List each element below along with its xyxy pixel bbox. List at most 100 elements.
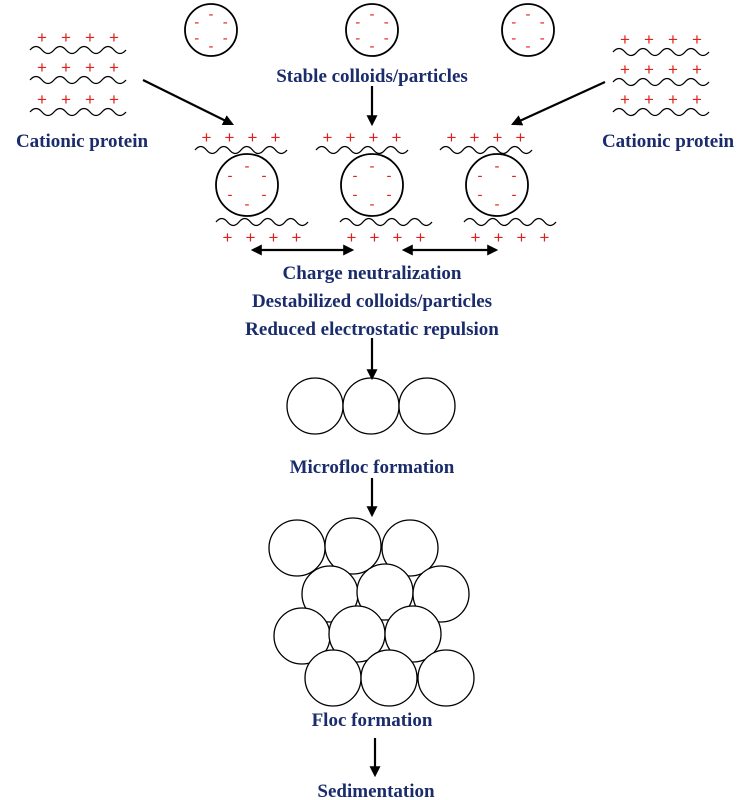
negative-charge: - [209, 38, 214, 55]
negative-charge: - [262, 186, 267, 203]
protein-below-colloid: ++++ [215, 217, 309, 247]
negative-charge: - [511, 14, 516, 31]
positive-charge: + [644, 60, 654, 79]
negative-charge: - [512, 186, 517, 203]
protein-chain [315, 145, 409, 155]
microfloc-particle [342, 377, 400, 435]
protein-chain [439, 145, 533, 155]
stable-colloid: ------ [501, 3, 555, 57]
protein-above-colloid: ++++ [194, 128, 288, 155]
positive-charge: + [644, 90, 654, 109]
protein-chain [215, 217, 309, 227]
negative-charge: - [223, 14, 228, 31]
positive-charge: + [692, 60, 702, 79]
negative-charge: - [540, 14, 545, 31]
negative-charge: - [223, 30, 228, 47]
positive-charge: + [85, 28, 95, 47]
sedimentation-label: Sedimentation [317, 781, 435, 800]
microfloc-particle [398, 377, 456, 435]
negative-charge: - [495, 196, 500, 213]
positive-charge: + [370, 228, 380, 247]
positive-charge: + [225, 128, 235, 147]
positive-charge: + [323, 128, 333, 147]
protein-chain [463, 217, 557, 227]
colloid-circle [345, 3, 399, 57]
positive-charge: + [369, 128, 379, 147]
protein-chain [612, 77, 710, 87]
positive-charge: + [620, 60, 630, 79]
negative-charge: - [526, 6, 531, 23]
negative-charge: - [511, 30, 516, 47]
negative-charge: - [227, 186, 232, 203]
negative-charge: - [352, 186, 357, 203]
positive-charge: + [447, 128, 457, 147]
protein-chain [29, 107, 127, 117]
destabilized-colloid: ------ [340, 153, 404, 217]
negative-charge: - [262, 168, 267, 185]
floc-particle [384, 605, 442, 663]
positive-charge: + [668, 60, 678, 79]
cationic-protein-left-label: Cationic protein [16, 131, 149, 152]
negative-charge: - [477, 168, 482, 185]
arrow-right-protein-to-mix [510, 80, 606, 126]
floc-particle [324, 517, 382, 575]
positive-charge: + [416, 228, 426, 247]
floc-particle [268, 519, 326, 577]
colloid-circle [501, 3, 555, 57]
positive-charge: + [248, 128, 258, 147]
floc-particle [360, 649, 418, 707]
positive-charge: + [37, 58, 47, 77]
colloid-circle [184, 3, 238, 57]
positive-charge: + [347, 228, 357, 247]
positive-charge: + [109, 28, 119, 47]
reduced-repulsion-label: Reduced electrostatic repulsion [245, 319, 499, 340]
positive-charge: + [668, 30, 678, 49]
positive-charge: + [61, 90, 71, 109]
negative-charge: - [227, 168, 232, 185]
negative-charge: - [370, 196, 375, 213]
protein-chain [29, 75, 127, 85]
protein-chain [612, 47, 710, 57]
negative-charge: - [387, 186, 392, 203]
floc-particle [304, 649, 362, 707]
positive-charge: + [620, 30, 630, 49]
cationic-protein-right: ++++ [612, 90, 710, 117]
negative-charge: - [495, 158, 500, 175]
floc-formation-label: Floc formation [312, 710, 433, 731]
negative-charge: - [209, 6, 214, 23]
positive-charge: + [516, 128, 526, 147]
negative-charge: - [477, 186, 482, 203]
positive-charge: + [668, 90, 678, 109]
positive-charge: + [37, 90, 47, 109]
floc-particle [381, 519, 439, 577]
negative-charge: - [370, 158, 375, 175]
positive-charge: + [109, 58, 119, 77]
positive-charge: + [393, 228, 403, 247]
colloid-circle [215, 153, 279, 217]
cationic-protein-chains: ++++++++++++++++++++++++++++++++++++++++… [29, 28, 710, 247]
negative-charge: - [194, 30, 199, 47]
floc-particle [417, 649, 475, 707]
negative-charge: - [370, 38, 375, 55]
positive-charge: + [392, 128, 402, 147]
protein-chain [29, 45, 127, 55]
protein-chain [612, 107, 710, 117]
positive-charge: + [61, 58, 71, 77]
stable-colloid: ------ [184, 3, 238, 57]
positive-charge: + [470, 128, 480, 147]
positive-charge: + [85, 90, 95, 109]
positive-charge: + [494, 228, 504, 247]
microfloc-formation-label: Microfloc formation [290, 457, 455, 478]
cationic-protein-right-label: Cationic protein [602, 131, 735, 152]
microfloc-particle [286, 377, 344, 435]
positive-charge: + [540, 228, 550, 247]
destabilized-colloids-label: Destabilized colloids/particles [252, 291, 492, 312]
negative-charge: - [387, 168, 392, 185]
positive-charge: + [692, 30, 702, 49]
protein-chain [194, 145, 288, 155]
negative-charge: - [245, 158, 250, 175]
destabilized-colloid: ------ [465, 153, 529, 217]
negative-charge: - [526, 38, 531, 55]
cationic-protein-right: + + + + [612, 60, 710, 87]
protein-chain [339, 217, 433, 227]
